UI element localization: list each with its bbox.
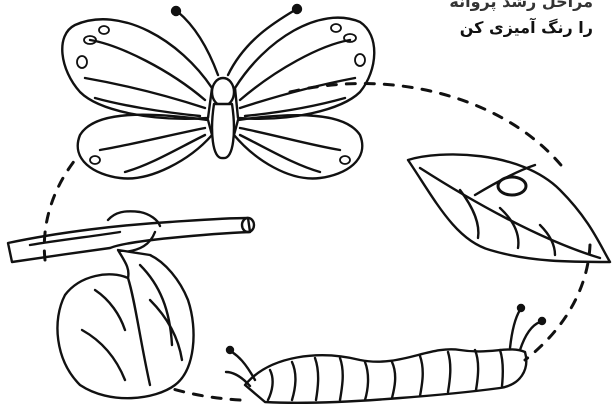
caterpillar [226, 305, 545, 403]
butterfly [62, 5, 374, 178]
leaf-with-egg [408, 154, 610, 262]
egg [498, 177, 526, 195]
